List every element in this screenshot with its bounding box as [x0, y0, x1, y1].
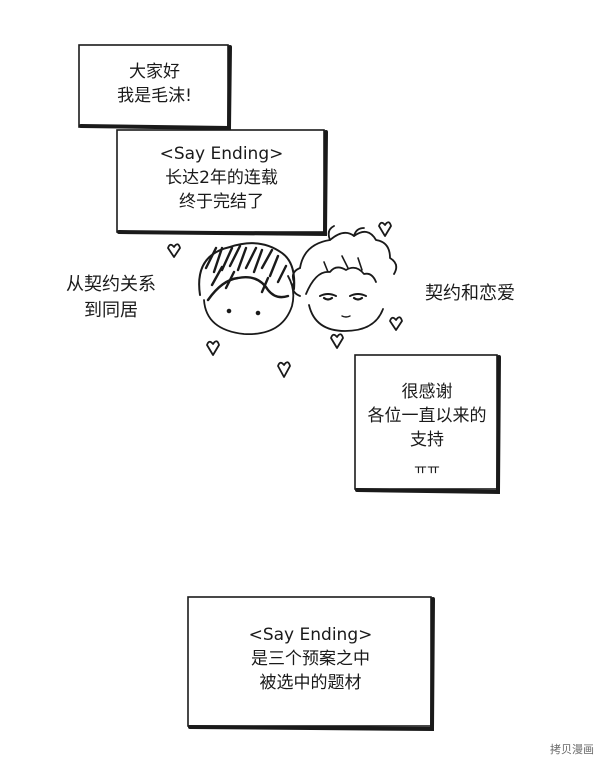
origin-line: <Say Ending>: [248, 625, 373, 645]
caption-line: 从契约关系: [66, 274, 156, 295]
thanks-line: 很感谢: [401, 382, 453, 402]
heart-doodles: [167, 221, 403, 378]
right-caption: 契约和恋爱: [410, 281, 530, 307]
right-character-drawing: [291, 225, 398, 332]
caption-line: 到同居: [84, 300, 138, 321]
ending-line: 长达2年的连载: [165, 168, 278, 188]
greeting-line: 大家好: [129, 62, 180, 82]
greeting-box-frame: [78, 44, 232, 131]
heart-icon: [378, 221, 392, 237]
thanks-line: ㅠㅠ: [414, 462, 440, 478]
ending-box: <Say Ending> 长达2年的连载 终于完结了: [117, 142, 326, 214]
thanks-line: 支持: [410, 430, 444, 450]
heart-icon: [206, 340, 220, 356]
greeting-line: 我是毛沫!: [117, 86, 192, 106]
origin-line: 是三个预案之中: [251, 649, 370, 669]
thanks-line: 各位一直以来的: [367, 406, 487, 426]
ending-line: <Say Ending>: [159, 144, 284, 164]
left-character-drawing: [198, 242, 296, 335]
watermark: 拷贝漫画: [550, 743, 594, 756]
origin-box-frame: [187, 596, 435, 732]
thanks-box: 很感谢 各位一直以来的 支持 ㅠㅠ: [355, 380, 499, 482]
heart-icon: [330, 333, 344, 349]
heart-icon: [277, 361, 291, 378]
caption-line: 契约和恋爱: [425, 283, 515, 304]
greeting-box: 大家好 我是毛沫!: [79, 60, 230, 108]
left-caption: 从契约关系 到同居: [46, 272, 176, 324]
origin-box: <Say Ending> 是三个预案之中 被选中的题材: [188, 623, 433, 695]
heart-icon: [167, 243, 181, 258]
origin-line: 被选中的题材: [259, 673, 362, 693]
ending-box-frame: [116, 129, 328, 237]
heart-icon: [389, 316, 403, 331]
thanks-box-frame: [354, 354, 501, 495]
ending-line: 终于完结了: [179, 192, 264, 212]
